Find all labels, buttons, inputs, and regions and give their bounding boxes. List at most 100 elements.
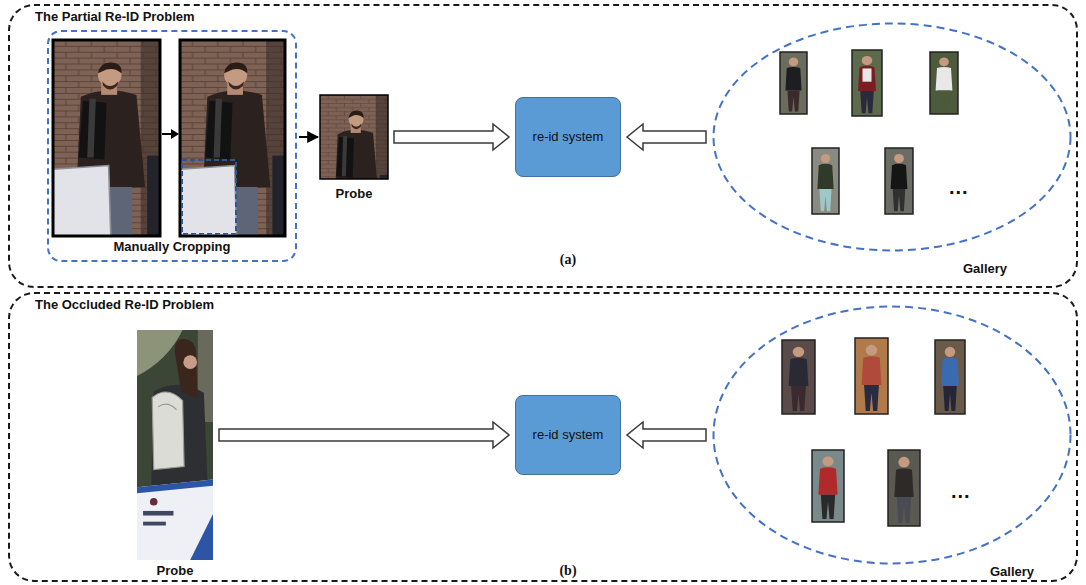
inner-arrow-part — [162, 133, 172, 135]
gallery-photos-part-part — [939, 58, 949, 67]
gallery-photos-part — [780, 52, 807, 114]
gallery-photos-part — [855, 338, 888, 414]
gallery-photos-part-part — [894, 468, 913, 497]
gallery-photos-part-part — [780, 52, 807, 114]
probe-photo — [320, 95, 388, 230]
problem-panel: The Occluded Re-ID Problem (b) Probe re-id … — [8, 292, 1078, 582]
crop-label: Manually Cropping — [113, 240, 232, 255]
full-photo — [53, 40, 160, 236]
ellipsis: ... — [950, 480, 972, 503]
gallery-photos — [782, 338, 965, 526]
gallery-photos-part-part — [789, 58, 798, 67]
gallery-photos-part-part — [945, 347, 956, 357]
gallery-photos-part-part — [862, 356, 882, 385]
occluded-probe-photo — [137, 330, 213, 560]
gallery-label: Gallery — [962, 262, 1008, 277]
reid-system-box: re-id system — [515, 395, 621, 475]
marked-photo — [180, 40, 285, 236]
gallery-photos-part-part — [898, 457, 909, 468]
gallery-photos-part — [812, 148, 839, 214]
gallery-photos-part — [885, 148, 913, 214]
gallery-photos-part-part — [943, 386, 957, 411]
gallery-label: Gallery — [989, 565, 1035, 580]
occluded-probe-photo-part — [137, 330, 213, 560]
gallery-photos-part — [780, 52, 807, 114]
gallery-photos-part-part — [821, 154, 830, 163]
probe-image: Probe — [320, 95, 388, 179]
gallery-photos-part-part — [817, 164, 833, 189]
panel-title: The Partial Re-ID Problem — [34, 10, 196, 25]
gallery-photos — [780, 50, 958, 214]
probe-label: Probe — [335, 187, 374, 202]
full-photo-part — [53, 40, 160, 236]
gallery-outline — [714, 24, 1071, 251]
system-label: re-id system — [527, 130, 610, 145]
probe-photo-part — [320, 95, 388, 230]
gallery-photos-part-part — [897, 497, 911, 523]
gallery-photos-part — [885, 148, 913, 214]
marked-photo-part — [180, 40, 285, 236]
gallery-photos-part-part — [789, 358, 809, 386]
hollow-arrow — [219, 422, 509, 448]
gallery-photos-part-part — [821, 495, 835, 519]
full-photo-part-part — [53, 40, 160, 236]
gallery-photos-part — [812, 148, 839, 214]
hollow-arrow — [627, 124, 706, 150]
inner-arrow-part — [171, 129, 179, 139]
gallery-photos-part-part — [819, 189, 831, 211]
ellipsis: ... — [948, 176, 970, 199]
gallery-photos-part — [930, 52, 958, 114]
gallery-photos-part-part — [793, 347, 805, 357]
hollow-arrow — [627, 422, 706, 448]
gallery-photos-part — [812, 450, 844, 522]
inner-arrow — [162, 129, 179, 139]
gallery-photos-part-part — [893, 189, 906, 211]
marked-photo-part — [182, 160, 236, 234]
gallery-photos-part-part — [818, 467, 837, 494]
gallery-photos-part — [812, 450, 844, 522]
gallery-photos-part-part — [864, 385, 879, 411]
gallery-photos-part — [935, 340, 965, 414]
gallery-photos-part-part — [812, 450, 844, 522]
occluded-probe-photo-part-part — [137, 330, 213, 560]
gallery-photos-part — [930, 52, 958, 114]
gallery-photos-part-part — [822, 456, 833, 466]
gallery-photos-part-part — [888, 450, 920, 526]
gallery-ellipse: ...Gallery — [712, 22, 1072, 252]
probe-photo-part-part — [320, 95, 388, 230]
gallery-photos-part-part — [852, 50, 882, 116]
reid-system-box: re-id system — [515, 97, 621, 177]
gallery-photos-part — [782, 340, 815, 414]
gallery-photos-part-part — [862, 56, 873, 65]
gallery-photos-part — [888, 450, 920, 526]
gallery-photos-part-part — [935, 340, 965, 414]
gallery-photos-part-part — [936, 67, 953, 91]
gallery-photos-part-part — [858, 66, 876, 91]
gallery-photos-part — [855, 338, 888, 414]
gallery-outline — [712, 305, 1072, 565]
panel-title: The Occluded Re-ID Problem — [34, 298, 215, 313]
full-photo-part — [53, 40, 160, 236]
gallery-photos-part-part — [855, 338, 888, 414]
panel-tag: (b) — [558, 563, 577, 579]
gallery-photos-part-part — [791, 386, 806, 411]
crop-box: Manually Cropping — [47, 30, 297, 262]
gallery-photos-part-part — [894, 154, 904, 163]
gallery-photos-part-part — [787, 90, 799, 111]
gallery-photos-part — [888, 450, 920, 526]
gallery-photos-part-part — [866, 345, 878, 356]
gallery-photos-part-part — [863, 68, 872, 81]
gallery-photos-part-part — [782, 340, 815, 414]
problem-panel: The Partial Re-ID Problem(a)Manually Cro… — [8, 4, 1078, 288]
probe-image: Probe — [137, 330, 213, 560]
gallery-photos-part-part — [938, 90, 951, 111]
marked-photo-part — [180, 40, 285, 236]
probe-label: Probe — [156, 564, 195, 579]
flow-arrow — [299, 136, 318, 138]
marked-photo-part-part — [180, 40, 285, 236]
gallery-photos-part-part — [930, 52, 958, 114]
gallery-photos-part — [852, 50, 882, 116]
gallery-photos-part-part — [785, 67, 801, 91]
gallery-photos-part-part — [891, 164, 908, 189]
gallery-photos-part — [852, 50, 882, 116]
